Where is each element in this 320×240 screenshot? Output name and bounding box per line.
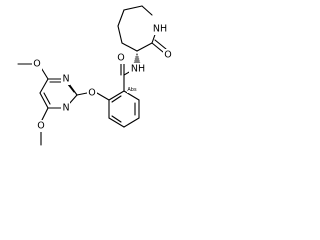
- bond: [136, 42, 153, 52]
- amide-nh-label: NH: [131, 64, 145, 75]
- bond: [111, 95, 122, 103]
- ether-oxygen-label: O: [88, 88, 95, 99]
- bond: [39, 92, 49, 109]
- bond: [123, 90, 140, 101]
- bond: [117, 25, 123, 44]
- bond: [76, 92, 88, 96]
- hashed-wedge-bond: [133, 53, 141, 64]
- bond: [151, 42, 164, 53]
- lactam-oxygen-label: O: [164, 50, 171, 61]
- bond: [68, 94, 78, 105]
- methoxy-top-oxygen-label: O: [33, 59, 40, 70]
- ring-nh-label: NH: [153, 24, 167, 35]
- bond: [68, 83, 78, 96]
- bond: [40, 107, 49, 123]
- atom-labels: NH O NH O Abs O N N O O: [32, 23, 172, 132]
- bond: [121, 42, 138, 52]
- bond: [117, 9, 125, 27]
- bond: [43, 92, 51, 105]
- bond: [111, 115, 122, 123]
- pyrimidine-n-top-label: N: [62, 74, 69, 85]
- bond: [141, 5, 153, 16]
- bond: [154, 39, 167, 50]
- bond: [108, 90, 125, 101]
- bond: [123, 117, 140, 128]
- methoxy-bottom-oxygen-label: O: [37, 121, 44, 132]
- bond: [123, 5, 143, 11]
- bond: [39, 78, 49, 94]
- chemical-structure: NH O NH O Abs O N N O O: [17, 5, 172, 146]
- amide-oxygen-label: O: [117, 53, 124, 64]
- stereo-abs-label: Abs: [127, 87, 137, 93]
- bond: [108, 117, 125, 128]
- pyrimidine-n-bottom-label: N: [62, 103, 69, 114]
- bond: [96, 92, 110, 101]
